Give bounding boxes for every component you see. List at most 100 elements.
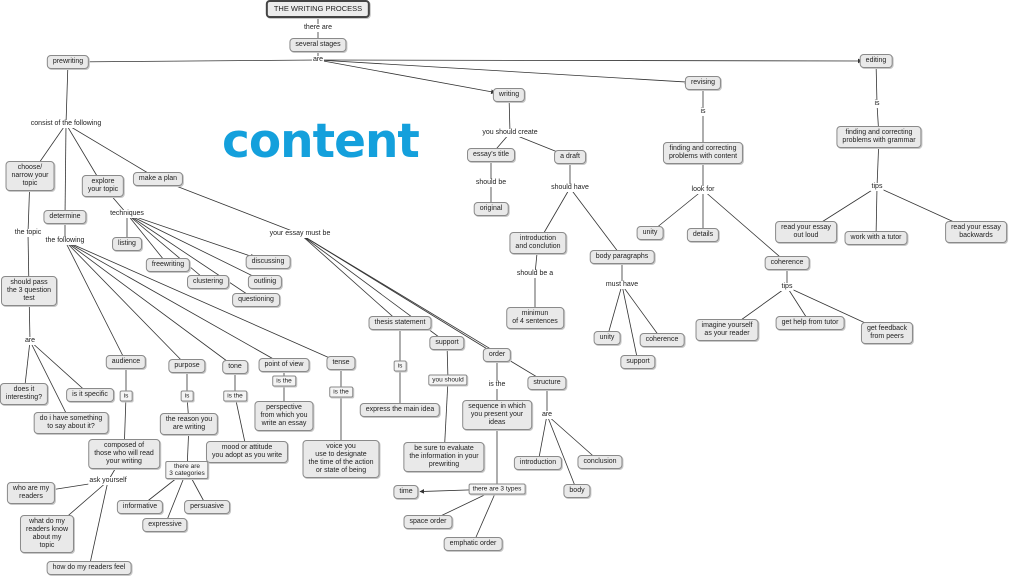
- node-discussing[interactable]: discussing: [245, 255, 291, 269]
- connection-line: [546, 414, 578, 492]
- node-support-body[interactable]: support: [620, 355, 656, 369]
- node-tone[interactable]: tone: [222, 360, 248, 374]
- node-unity-body[interactable]: unity: [593, 331, 621, 345]
- node-several-stages[interactable]: several stages: [289, 38, 347, 52]
- node-revising[interactable]: revising: [684, 76, 722, 90]
- node-work-with-tutor[interactable]: work with a tutor: [844, 231, 908, 245]
- link-tips-revising: tips: [780, 283, 794, 291]
- node-time[interactable]: time: [393, 485, 419, 499]
- node-composed-of-readers[interactable]: composed of those who will read your wri…: [88, 439, 160, 469]
- node-what-readers-know[interactable]: what do my readers know about my topic: [19, 515, 75, 553]
- node-is-it-specific[interactable]: is it specific: [66, 388, 114, 402]
- link-should-have: should have: [550, 184, 590, 192]
- node-a-draft[interactable]: a draft: [554, 150, 586, 164]
- node-listing[interactable]: listing: [112, 237, 142, 251]
- node-determine[interactable]: determine: [43, 210, 87, 224]
- link-the-topic: the topic: [13, 229, 43, 237]
- node-emphatic-order[interactable]: emphatic order: [443, 537, 503, 551]
- node-the-writing-process[interactable]: THE WRITING PROCESS: [265, 0, 371, 18]
- link-must-have: must have: [604, 281, 640, 289]
- node-read-backwards[interactable]: read your essay backwards: [945, 221, 1007, 243]
- connection-line: [126, 213, 209, 283]
- node-get-help-from-tutor[interactable]: get help from tutor: [775, 316, 845, 330]
- link-the-following: the following: [44, 237, 86, 245]
- node-express-main-idea[interactable]: express the main idea: [359, 403, 441, 417]
- node-finding-problems-grammar[interactable]: finding and correcting problems with gra…: [836, 126, 922, 148]
- node-voice[interactable]: voice you use to designate the time of t…: [302, 440, 380, 478]
- node-introduction[interactable]: introduction: [513, 456, 563, 470]
- node-unity[interactable]: unity: [636, 226, 664, 240]
- node-read-out-loud[interactable]: read your essay out loud: [775, 221, 837, 243]
- connection-line: [64, 240, 285, 366]
- node-informative[interactable]: informative: [116, 500, 164, 514]
- node-writing[interactable]: writing: [492, 88, 526, 102]
- link-look-for: look for: [690, 186, 716, 194]
- node-editing[interactable]: editing: [859, 54, 893, 68]
- node-structure[interactable]: structure: [527, 376, 567, 390]
- node-body-paragraphs[interactable]: body paragraphs: [589, 250, 655, 264]
- node-expressive[interactable]: expressive: [142, 518, 188, 532]
- node-sequence[interactable]: sequence in which you present your ideas: [462, 400, 532, 430]
- node-choose-narrow-topic[interactable]: choose/ narrow your topic: [5, 161, 55, 191]
- node-evaluate-information[interactable]: be sure to evaluate the information in y…: [403, 442, 485, 472]
- node-tense[interactable]: tense: [326, 356, 356, 370]
- connection-line: [157, 178, 301, 235]
- connection-line: [64, 240, 188, 367]
- link-tips-editing: tips: [870, 183, 884, 191]
- node-get-feedback[interactable]: get feedback from peers: [860, 322, 914, 344]
- node-how-readers-feel[interactable]: how do my readers feel: [46, 561, 132, 575]
- node-does-it-interesting[interactable]: does it interesting?: [0, 383, 49, 405]
- link-is-the-tense: is the: [329, 386, 353, 398]
- node-audience[interactable]: audience: [105, 355, 147, 369]
- connection-line: [569, 187, 623, 258]
- node-point-of-view[interactable]: point of view: [258, 358, 310, 372]
- node-essays-title[interactable]: essay's title: [467, 148, 515, 162]
- link-is-revising: is: [699, 108, 707, 116]
- node-mood-or-attitude[interactable]: mood or attitude you adopt as you write: [205, 441, 289, 463]
- node-support[interactable]: support: [429, 336, 465, 350]
- node-original[interactable]: original: [473, 202, 509, 216]
- node-minimun-sentences[interactable]: minimun of 4 sentences: [506, 307, 564, 329]
- link-are-tests: are: [23, 337, 37, 345]
- node-purpose[interactable]: purpose: [168, 359, 206, 373]
- node-reason-you-write[interactable]: the reason you are writing: [159, 413, 219, 435]
- node-coherence[interactable]: coherence: [764, 256, 810, 270]
- node-make-a-plan[interactable]: make a plan: [132, 172, 184, 186]
- link-are-structure: are: [540, 411, 554, 419]
- link-you-should-create: you should create: [481, 129, 539, 137]
- link-is-purpose: is: [180, 390, 194, 402]
- node-order[interactable]: order: [482, 348, 512, 362]
- connection-line: [65, 61, 69, 125]
- node-prewriting[interactable]: prewriting: [46, 55, 90, 69]
- node-space-order[interactable]: space order: [403, 515, 453, 529]
- link-is-the-pov: is the: [272, 375, 296, 387]
- node-details[interactable]: details: [686, 228, 720, 242]
- connection-line: [126, 213, 266, 283]
- link-consist-of-following: consist of the following: [29, 120, 103, 128]
- node-clustering[interactable]: clustering: [187, 275, 229, 289]
- node-thesis-statement[interactable]: thesis statement: [368, 316, 432, 330]
- node-coherence-body[interactable]: coherence: [639, 333, 685, 347]
- node-questioning[interactable]: questioning: [232, 293, 280, 307]
- node-perspective[interactable]: perspective from which you write an essa…: [254, 401, 314, 431]
- node-freewriting[interactable]: freewriting: [145, 258, 191, 272]
- connection-line: [537, 414, 548, 464]
- node-introduction-and-conclution[interactable]: introduction and conclution: [509, 232, 567, 254]
- link-are: are: [311, 56, 325, 64]
- node-imagine-yourself[interactable]: imagine yourself as your reader: [695, 319, 759, 341]
- link-three-types: there are 3 types: [468, 483, 526, 495]
- node-finding-problems-content[interactable]: finding and correcting problems with con…: [662, 142, 744, 164]
- node-who-are-my-readers[interactable]: who are my readers: [6, 482, 56, 504]
- node-persuasive[interactable]: persuasive: [184, 500, 230, 514]
- content-overlay-text: content: [222, 114, 420, 169]
- connection-line: [317, 59, 496, 95]
- node-conclusion[interactable]: conclusion: [577, 455, 623, 469]
- connection-line: [88, 480, 109, 569]
- connection-line: [164, 469, 188, 526]
- node-explore-your-topic[interactable]: explore your topic: [81, 175, 125, 197]
- link-is-editing: is: [873, 100, 881, 108]
- node-should-pass-test[interactable]: should pass the 3 question test: [1, 276, 57, 306]
- node-something-to-say[interactable]: do i have something to say about it?: [33, 412, 109, 434]
- node-outlinig[interactable]: outlinig: [247, 275, 283, 289]
- node-body[interactable]: body: [563, 484, 591, 498]
